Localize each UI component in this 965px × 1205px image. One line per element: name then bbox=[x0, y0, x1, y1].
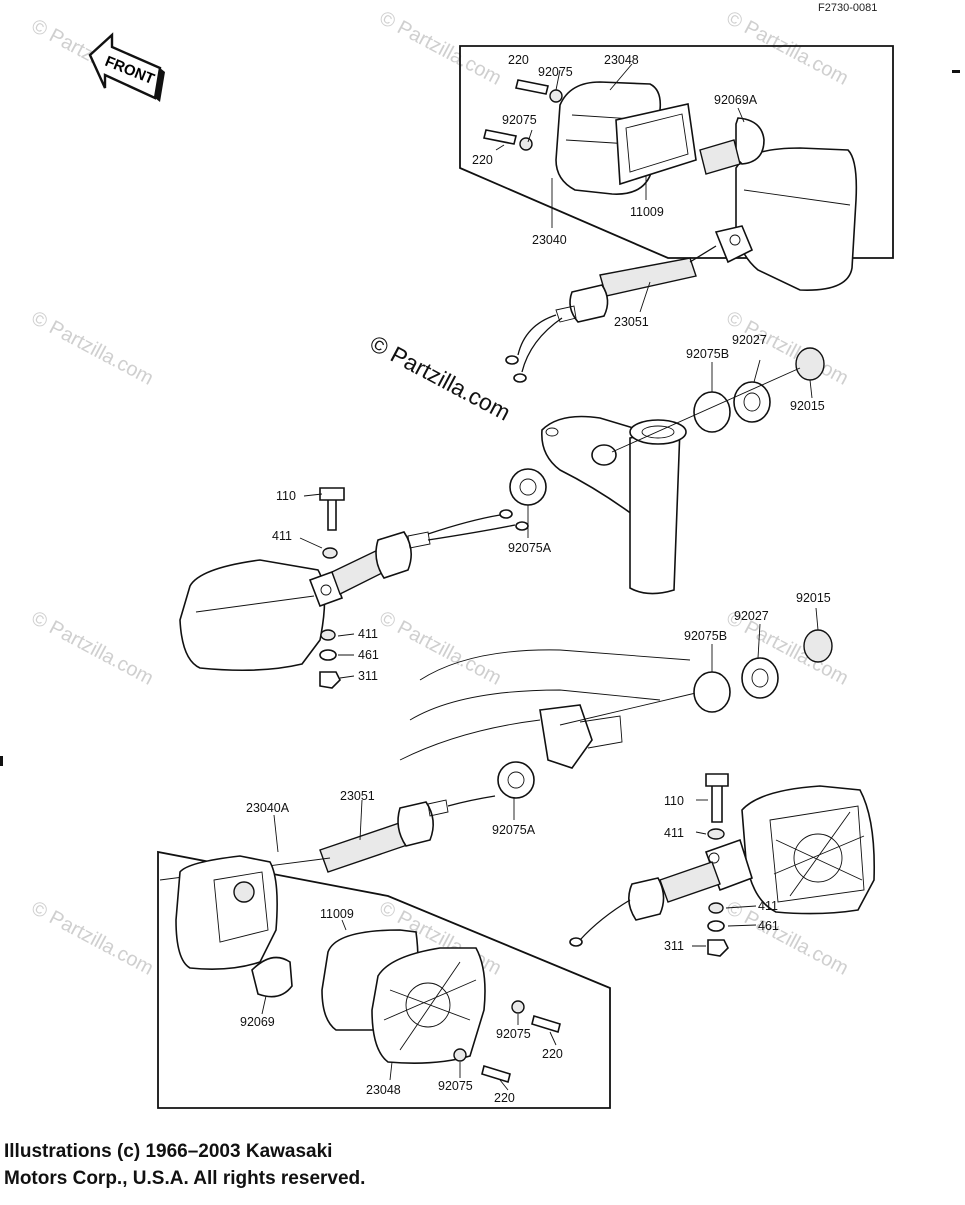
part-label[interactable]: 23051 bbox=[614, 315, 649, 329]
watermark: © Partzilla.com bbox=[28, 897, 157, 980]
part-label[interactable]: 23051 bbox=[340, 789, 375, 803]
copyright-line-2: Motors Corp., U.S.A. All rights reserved… bbox=[4, 1168, 366, 1189]
part-label[interactable]: 92075 bbox=[502, 113, 537, 127]
screws-lower bbox=[453, 1000, 561, 1084]
edge-mark bbox=[0, 756, 3, 766]
part-label[interactable]: 311 bbox=[664, 939, 684, 953]
part-label[interactable]: 411 bbox=[758, 899, 778, 913]
part-label[interactable]: 92075B bbox=[684, 629, 727, 643]
watermark: © Partzilla.com bbox=[376, 7, 505, 90]
part-label[interactable]: 11009 bbox=[630, 205, 664, 219]
part-label[interactable]: 92075 bbox=[538, 65, 573, 79]
diagram-code: F2730-0081 bbox=[818, 2, 878, 14]
rear-frame bbox=[399, 649, 701, 769]
grommets-upper bbox=[509, 347, 825, 506]
part-label[interactable]: 110 bbox=[664, 794, 684, 808]
front-left-turn-signal bbox=[179, 487, 529, 689]
part-label[interactable]: 461 bbox=[358, 648, 379, 662]
part-label[interactable]: 220 bbox=[542, 1047, 563, 1061]
rear-left-turn-signal bbox=[159, 795, 496, 970]
part-label[interactable]: 23040A bbox=[246, 801, 290, 815]
watermark: © Partzilla.com bbox=[28, 307, 157, 390]
rear-right-turn-signal bbox=[569, 773, 876, 957]
part-labels: 220 92075 23048 92075 220 92069A 11009 2… bbox=[240, 53, 831, 1105]
part-label[interactable]: 92015 bbox=[790, 399, 825, 413]
part-label[interactable]: 92075 bbox=[496, 1027, 531, 1041]
part-label[interactable]: 23040 bbox=[532, 233, 567, 247]
screws-upper bbox=[483, 79, 563, 151]
lens-23048-lower bbox=[321, 929, 486, 1064]
watermark: © Partzilla.com bbox=[723, 7, 852, 90]
part-label[interactable]: 411 bbox=[664, 826, 684, 840]
front-right-turn-signal bbox=[505, 147, 858, 383]
part-label[interactable]: 220 bbox=[472, 153, 493, 167]
part-label[interactable]: 92075A bbox=[508, 541, 552, 555]
part-label[interactable]: 92075A bbox=[492, 823, 536, 837]
part-label[interactable]: 311 bbox=[358, 669, 378, 683]
part-label[interactable]: 461 bbox=[758, 919, 779, 933]
part-label[interactable]: 92069 bbox=[240, 1015, 275, 1029]
front-arrow-icon: FRONT bbox=[88, 32, 165, 102]
part-label[interactable]: 220 bbox=[494, 1091, 515, 1105]
leader-lines bbox=[261, 63, 819, 1091]
part-label[interactable]: 411 bbox=[272, 529, 292, 543]
part-label[interactable]: 92075B bbox=[686, 347, 729, 361]
part-label[interactable]: 92015 bbox=[796, 591, 831, 605]
watermark: © Partzilla.com bbox=[723, 307, 852, 390]
part-label[interactable]: 11009 bbox=[320, 907, 354, 921]
part-label[interactable]: 23048 bbox=[604, 53, 639, 67]
part-label[interactable]: 92027 bbox=[734, 609, 769, 623]
part-label[interactable]: 411 bbox=[358, 627, 378, 641]
part-label[interactable]: 92027 bbox=[732, 333, 767, 347]
watermark: © Partzilla.com bbox=[376, 607, 505, 690]
part-label[interactable]: 92075 bbox=[438, 1079, 473, 1093]
part-label[interactable]: 110 bbox=[276, 489, 296, 503]
edge-mark bbox=[952, 70, 960, 73]
part-label[interactable]: 92069A bbox=[714, 93, 758, 107]
watermark: © Partzilla.com bbox=[28, 607, 157, 690]
part-label[interactable]: 220 bbox=[508, 53, 529, 67]
bulb-92069A bbox=[699, 117, 765, 175]
part-label[interactable]: 23048 bbox=[366, 1083, 401, 1097]
lower-exploded-frame bbox=[157, 850, 611, 1109]
lens-23048-upper bbox=[555, 81, 697, 195]
copyright-notice: Illustrations (c) 1966–2003 Kawasaki Mot… bbox=[4, 1138, 365, 1192]
copyright-line-1: Illustrations (c) 1966–2003 Kawasaki bbox=[4, 1141, 333, 1162]
headlight-bracket bbox=[541, 415, 687, 595]
bulb-92069 bbox=[251, 956, 293, 998]
